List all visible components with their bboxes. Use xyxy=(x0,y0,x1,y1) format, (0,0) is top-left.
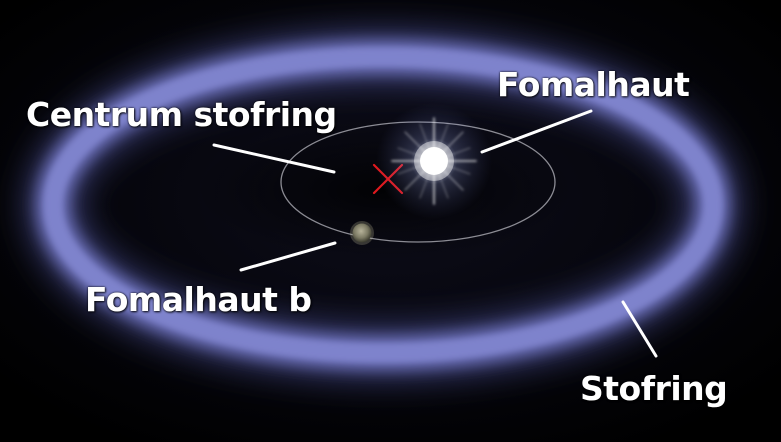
fomalhaut-b-planet xyxy=(350,221,374,245)
pointer-line-stofring xyxy=(621,300,658,358)
pointer-line-fomalhaut xyxy=(480,109,593,154)
label-fomalhaut-b: Fomalhaut b xyxy=(85,280,312,319)
dust-ring xyxy=(25,29,741,381)
label-stofring: Stofring xyxy=(580,369,728,408)
fomalhaut-star xyxy=(376,103,492,219)
label-centrum-stofring: Centrum stofring xyxy=(26,95,337,134)
label-fomalhaut: Fomalhaut xyxy=(497,65,690,104)
pointer-line-centrum xyxy=(212,143,336,174)
pointer-line-fomalhaut-b xyxy=(239,241,337,272)
